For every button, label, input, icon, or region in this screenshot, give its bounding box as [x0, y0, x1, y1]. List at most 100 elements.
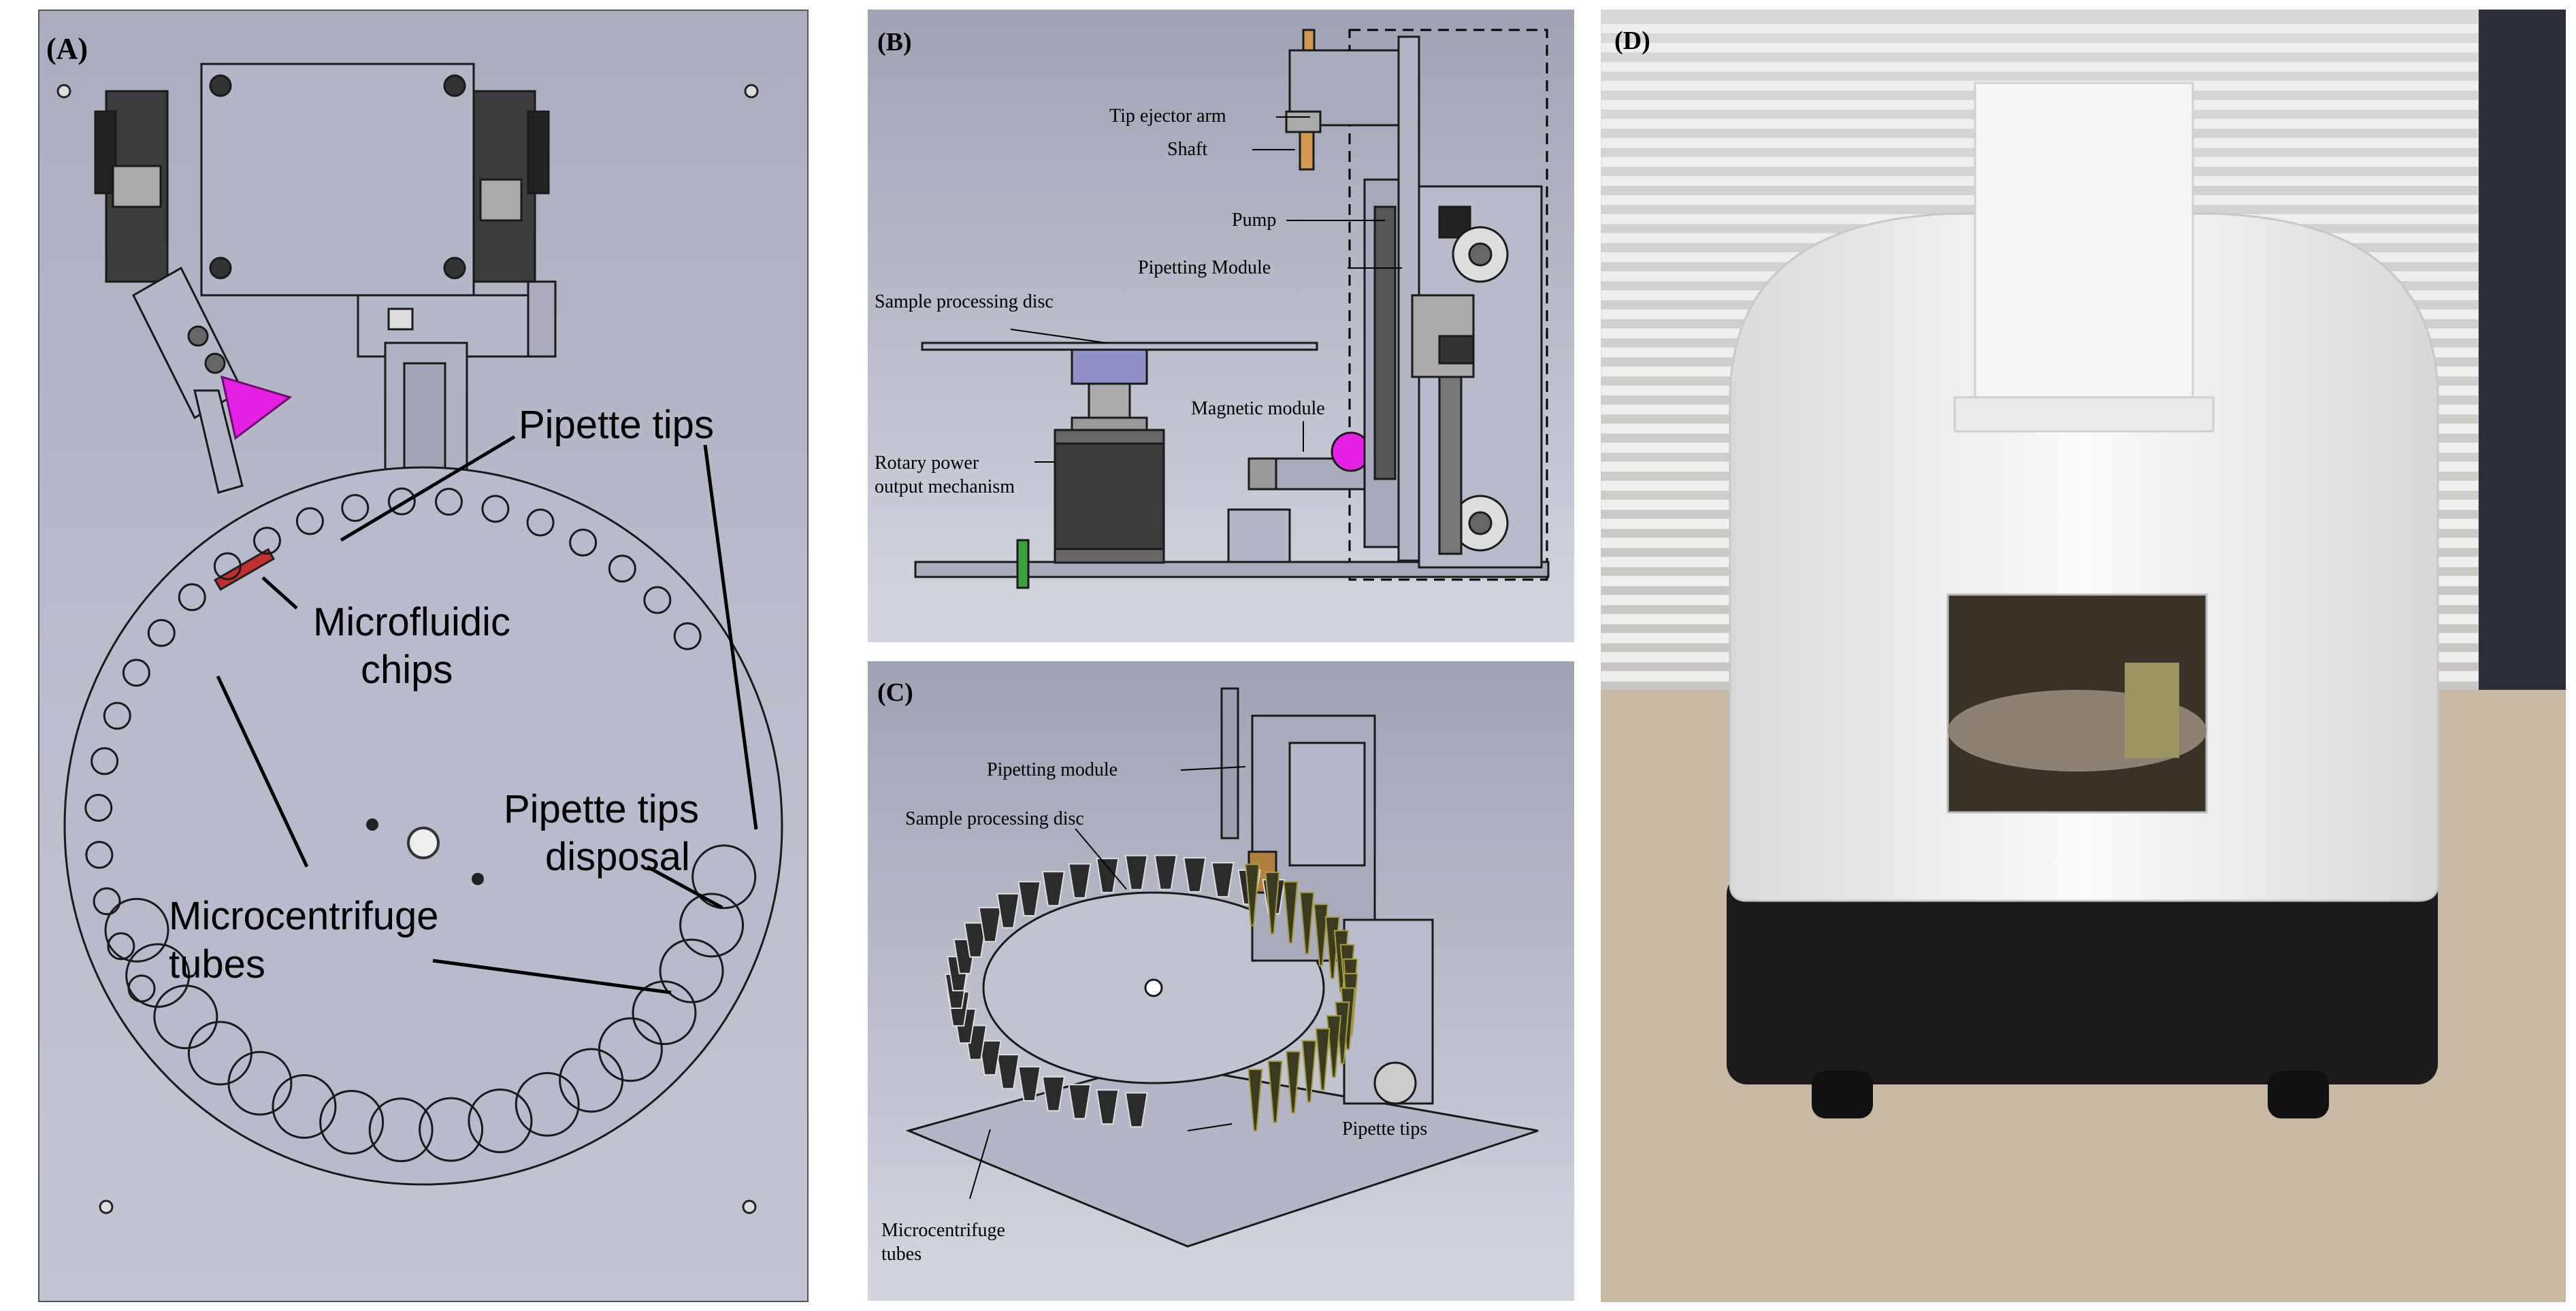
tip-well	[178, 583, 206, 612]
device-foot	[2268, 1071, 2329, 1118]
shaft-b	[1299, 131, 1315, 171]
tube-well	[104, 897, 169, 963]
label-shaft: Shaft	[1167, 139, 1207, 160]
tube-c	[1017, 1066, 1041, 1102]
tip-well	[85, 840, 114, 869]
tube-well	[468, 1089, 533, 1154]
tip-well	[93, 887, 121, 916]
tube-c	[1096, 1089, 1120, 1125]
device-lid	[1974, 82, 2194, 418]
panel-a-top-view: (A) Pipette tips Microfluidic chips Pipe…	[38, 10, 809, 1302]
label-pipette-tips-c: Pipette tips	[1342, 1118, 1427, 1140]
label-pump: Pump	[1232, 210, 1276, 231]
tip-well	[387, 487, 416, 516]
blind-slat	[1601, 42, 2479, 54]
mounting-holes	[56, 84, 759, 1214]
cable	[1016, 539, 1030, 589]
blind-slat	[1601, 61, 2479, 73]
label-microfluidic-1: Microfluidic	[313, 600, 510, 644]
pipetting-module-box	[1348, 29, 1548, 581]
label-tip-ejector-arm: Tip ejector arm	[1109, 105, 1226, 127]
label-pipetting-module-b: Pipetting Module	[1138, 257, 1271, 278]
panel-b-side-view: (B) Tip ejector arm Shaft Pump Pipetting…	[868, 10, 1574, 642]
tube-c	[978, 1040, 1002, 1076]
tip-ejector-arm-b	[1285, 110, 1322, 133]
tube-c	[1041, 1076, 1065, 1112]
tube-well	[368, 1097, 434, 1163]
label-pipette-tips: Pipette tips	[519, 403, 714, 447]
disc-hub	[407, 827, 440, 859]
tip-well	[107, 932, 135, 961]
curtain	[2479, 10, 2566, 697]
panel-a-label: (A)	[46, 32, 88, 65]
tip-c	[1299, 891, 1315, 955]
lid-hinge	[1953, 396, 2215, 433]
stepper-motor	[1054, 429, 1165, 564]
disc-pin	[472, 873, 484, 885]
device-foot	[1812, 1071, 1873, 1118]
tip-well	[673, 622, 702, 650]
tube-well	[125, 943, 191, 1008]
disc-pin	[366, 818, 378, 831]
label-microfluidic-2: chips	[361, 648, 453, 692]
tube-well	[659, 938, 724, 1003]
tip-well	[84, 793, 113, 822]
tube-c	[1068, 1084, 1092, 1120]
tip-c	[1244, 863, 1260, 927]
tip-well	[643, 586, 672, 614]
visible-tubes	[2125, 663, 2179, 758]
tip-c	[1326, 1015, 1342, 1078]
tube-well	[515, 1072, 580, 1137]
label-sample-processing-disc-c: Sample processing disc	[905, 808, 1084, 829]
panel-b-leaders	[1010, 116, 1402, 463]
tube-well	[679, 893, 745, 958]
tube-c	[1183, 857, 1207, 893]
tip-well	[213, 552, 242, 580]
panel-d-label: (D)	[1614, 27, 1650, 55]
tube-well	[691, 844, 757, 910]
tip-well	[569, 529, 598, 557]
panel-c-label: (C)	[877, 678, 913, 707]
panel-c-isometric-view: (C) Pipetting module Sample processing d…	[868, 661, 1574, 1301]
tip-well	[147, 618, 176, 647]
tube-c	[1124, 854, 1148, 891]
label-tips-disposal-2: disposal	[545, 835, 690, 879]
panel-b-label: (B)	[877, 28, 912, 56]
panel-a-drawing: (A) Pipette tips Microfluidic chips Pipe…	[38, 10, 809, 1302]
label-pipetting-module-c: Pipetting module	[987, 759, 1118, 780]
tube-c	[964, 922, 988, 958]
sample-processing-disc	[63, 466, 783, 1186]
tube-c	[1211, 862, 1235, 898]
microcentrifuge-tube-wells	[104, 844, 757, 1163]
panel-c-leaders	[969, 766, 1246, 1199]
device-body	[1729, 212, 2439, 902]
disc-hub-b	[1071, 348, 1148, 385]
tip-well	[526, 508, 555, 537]
tip-c	[1267, 1060, 1283, 1123]
magnet-base	[1227, 508, 1291, 563]
tube-c	[1124, 1092, 1148, 1128]
panel-d-device-photo: (D)	[1601, 10, 2566, 1302]
label-magnetic-module: Magnetic module	[1191, 398, 1325, 419]
tube-well	[419, 1097, 484, 1162]
tube-well	[632, 980, 697, 1046]
label-microcentrifuge-2: tubes	[169, 942, 265, 986]
tube-c	[996, 893, 1020, 929]
tip-c	[1301, 1040, 1317, 1103]
tip-c	[1285, 1050, 1301, 1114]
tip-c	[1248, 1069, 1263, 1132]
tube-well	[272, 1074, 337, 1139]
label-microcentrifuge-1: Microcentrifuge	[169, 894, 438, 938]
tip-well	[127, 974, 156, 1003]
tip-c	[1265, 872, 1280, 935]
blind-slat	[1601, 22, 2479, 35]
magenta-indicator	[220, 375, 293, 440]
tube-well	[598, 1017, 663, 1082]
label-microcentrifuge-c-1: Microcentrifuge	[881, 1220, 1005, 1241]
pipette-tip-array-c	[1244, 863, 1358, 1132]
tip-well	[608, 554, 636, 583]
panel-b-drawing: (B) Tip ejector arm Shaft Pump Pipetting…	[868, 10, 1574, 642]
panel-d-photo: (D)	[1601, 10, 2566, 1302]
tube-well	[319, 1089, 385, 1155]
tube-c	[1068, 863, 1092, 899]
